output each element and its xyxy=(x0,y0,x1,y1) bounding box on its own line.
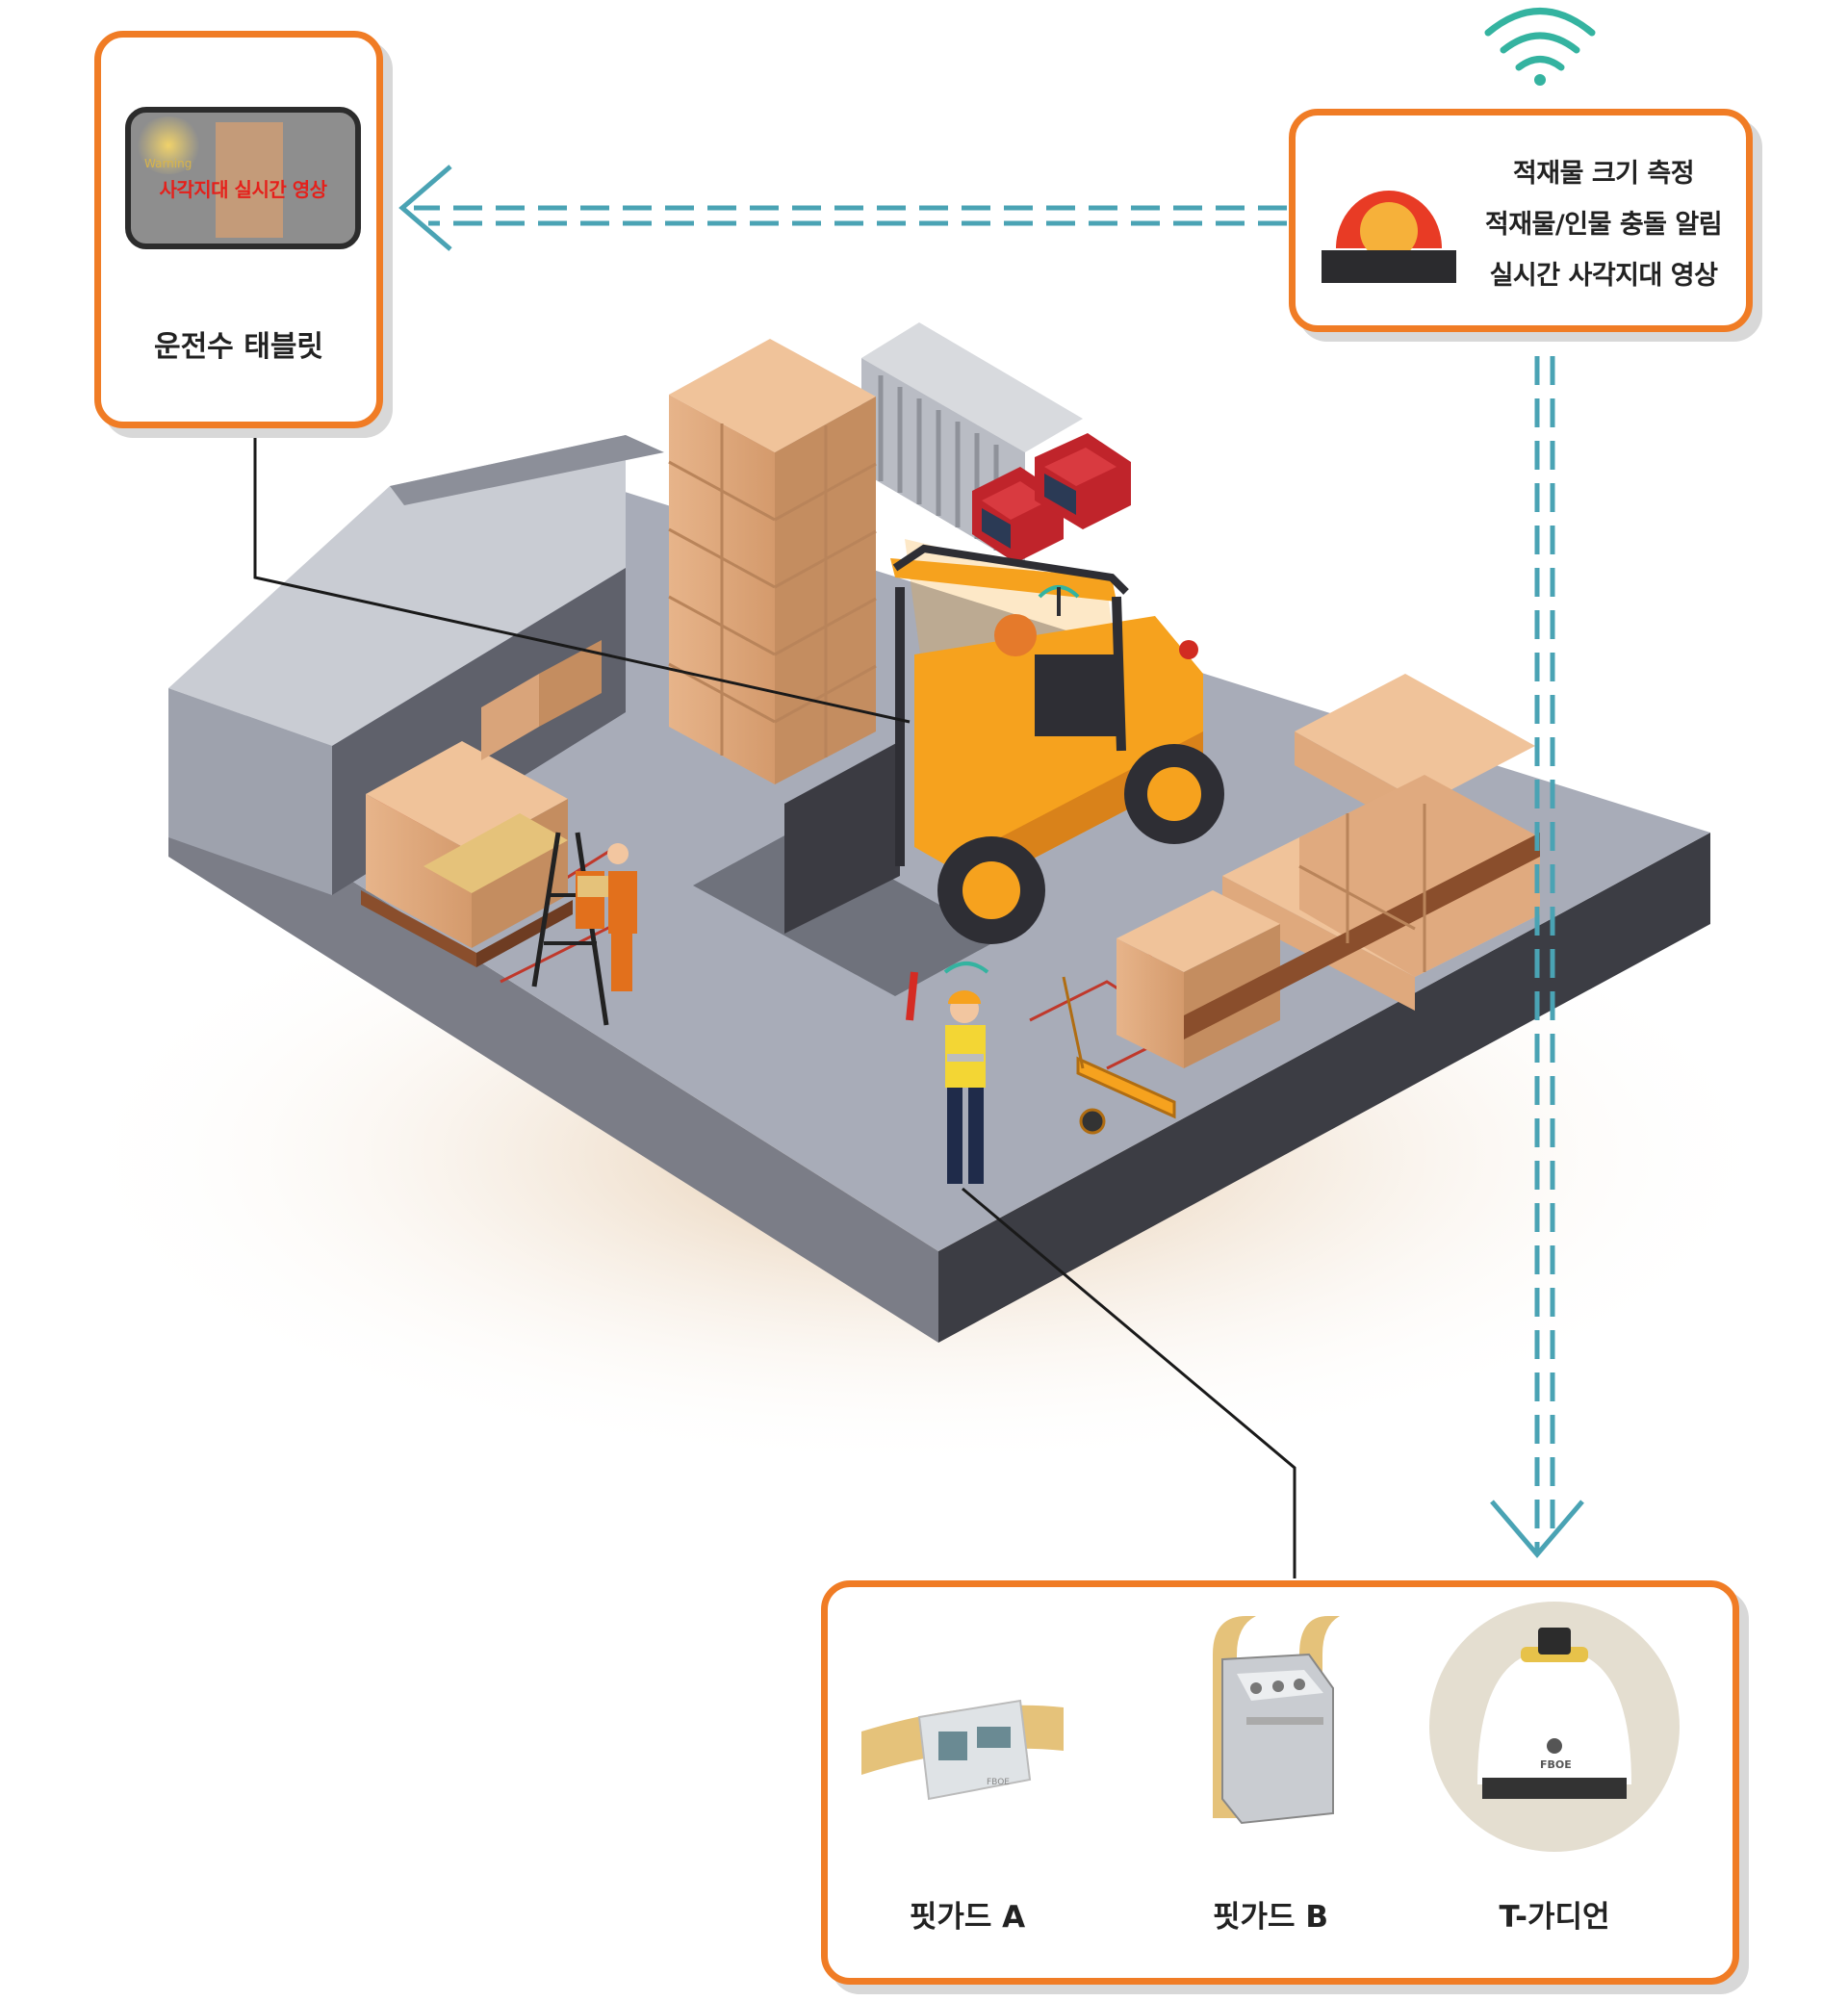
arrowhead-left xyxy=(398,165,452,251)
screen-label: 사각지대 실시간 영상 xyxy=(159,178,327,201)
container-top xyxy=(861,322,1083,452)
tablet-screen: Warning 사각지대 실시간 영상 xyxy=(125,107,361,249)
connector-worker-to-devices xyxy=(962,1187,1296,1578)
t-guardian-logo: FBOE xyxy=(1540,1758,1572,1771)
device-name-t-guardian: T-가디언 xyxy=(1499,1900,1610,1935)
building-front xyxy=(168,688,332,895)
arrowhead-down xyxy=(1490,1500,1584,1558)
building-roof xyxy=(168,435,626,746)
fitguard-a-image: FBOE xyxy=(861,1699,1064,1801)
devices-callout: FBOE 핏가드 A 핏가드 B FBOE T-가디언 xyxy=(821,1580,1739,1985)
device-name-fitguard-b: 핏가드 B xyxy=(1213,1900,1328,1935)
fitguard-b-image xyxy=(1213,1616,1340,1825)
screen-crate-image xyxy=(216,122,283,238)
sensor-feature-2: 적재물/인물 충돌 알림 xyxy=(1484,210,1723,240)
signal-worker xyxy=(906,962,989,1184)
platform-right-side xyxy=(938,833,1710,1343)
sensor-callout: 적재물 크기 측정 적재물/인물 충돌 알림 실시간 사각지대 영상 xyxy=(1289,109,1753,332)
device-t-guardian: FBOE T-가디언 xyxy=(1424,1587,1684,1935)
sensor-feature-list: 적재물 크기 측정 적재물/인물 충돌 알림 실시간 사각지대 영상 xyxy=(1459,148,1748,301)
warning-light-glow xyxy=(135,116,202,174)
device-name-fitguard-a: 핏가드 A xyxy=(909,1900,1026,1935)
forklift xyxy=(784,539,1224,944)
warning-beacon-icon xyxy=(1322,191,1456,283)
left-pallet-boxes xyxy=(361,640,602,967)
wifi-icon xyxy=(1484,8,1596,86)
red-truck-2 xyxy=(1035,433,1131,529)
t-guardian-image: FBOE xyxy=(1429,1602,1680,1852)
screen-warning-text: Warning xyxy=(144,157,192,170)
fitguard-a-logo: FBOE xyxy=(987,1778,1010,1787)
device-fitguard-a: FBOE 핏가드 A xyxy=(852,1587,1083,1935)
tablet-caption: 운전수 태블릿 xyxy=(153,330,324,364)
sensor-feature-3: 실시간 사각지대 영상 xyxy=(1489,261,1718,291)
device-fitguard-b: 핏가드 B xyxy=(1155,1587,1386,1935)
forklift-floor-shadow xyxy=(693,828,1001,996)
tall-box-stack xyxy=(668,339,877,784)
connector-tablet-to-forklift xyxy=(253,430,911,724)
right-pallet-boxes xyxy=(1116,674,1540,1068)
sensor-feature-1: 적재물 크기 측정 xyxy=(1512,159,1695,189)
building-top-edge xyxy=(390,435,664,505)
worker-on-ladder xyxy=(531,832,637,1026)
platform-left-side xyxy=(168,765,938,1343)
pallet-jack xyxy=(1062,976,1176,1135)
tablet-callout: Warning 사각지대 실시간 영상 운전수 태블릿 xyxy=(94,31,383,428)
